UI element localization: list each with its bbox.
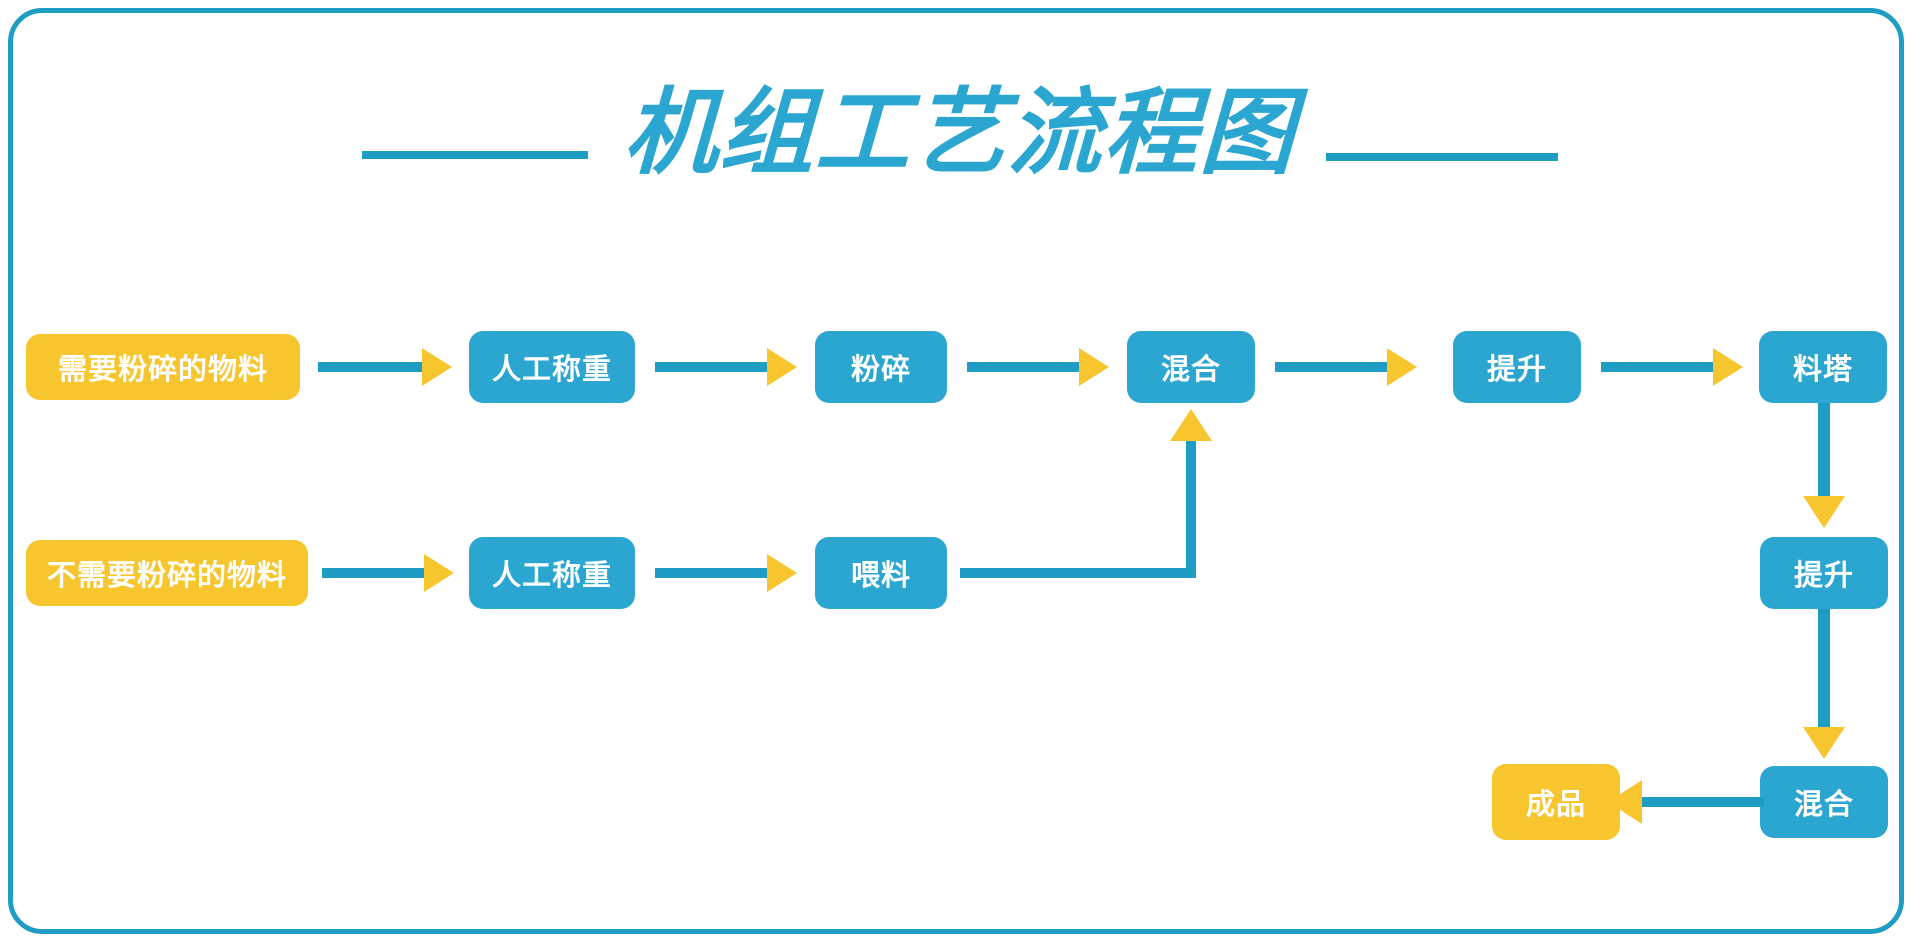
edge-n7-n8-line bbox=[322, 568, 428, 578]
title-rule-right-decoration bbox=[1326, 153, 1558, 161]
edge-n9-n4-horizontal-segment bbox=[960, 568, 1192, 578]
edge-n2-n3-arrowhead bbox=[767, 348, 797, 386]
node-manual-weighing-row1[interactable]: 人工称重 bbox=[469, 331, 635, 403]
node-lifting-row1[interactable]: 提升 bbox=[1453, 331, 1581, 403]
node-mixing-row4[interactable]: 混合 bbox=[1760, 766, 1888, 838]
edge-n5-n6-line bbox=[1601, 362, 1717, 372]
edge-n11-n12-line bbox=[1640, 797, 1764, 807]
edge-n4-n5-line bbox=[1275, 362, 1391, 372]
edge-n6-n10-line bbox=[1818, 403, 1830, 498]
node-mixing-row1[interactable]: 混合 bbox=[1127, 331, 1255, 403]
node-material-needs-crushing[interactable]: 需要粉碎的物料 bbox=[26, 334, 300, 400]
edge-n8-n9-line bbox=[655, 568, 771, 578]
edge-n8-n9-arrowhead bbox=[767, 554, 797, 592]
edge-n9-n4-arrowhead bbox=[1170, 409, 1212, 441]
edge-n4-n5-arrowhead bbox=[1387, 348, 1417, 386]
edge-n6-n10-arrowhead bbox=[1803, 496, 1845, 528]
edge-n3-n4-line bbox=[967, 362, 1083, 372]
node-crushing[interactable]: 粉碎 bbox=[815, 331, 947, 403]
node-material-tower[interactable]: 料塔 bbox=[1759, 331, 1887, 403]
page-title: 机组工艺流程图 bbox=[622, 79, 1298, 188]
node-manual-weighing-row2[interactable]: 人工称重 bbox=[469, 537, 635, 609]
node-lifting-row3[interactable]: 提升 bbox=[1760, 537, 1888, 609]
title-block: 机组工艺流程图 bbox=[0, 74, 1920, 194]
edge-n2-n3-line bbox=[655, 362, 771, 372]
node-material-no-crushing[interactable]: 不需要粉碎的物料 bbox=[26, 540, 308, 606]
edge-n1-n2-arrowhead bbox=[422, 348, 452, 386]
node-finished-product[interactable]: 成品 bbox=[1492, 764, 1620, 840]
edge-n10-n11-line bbox=[1818, 609, 1830, 729]
edge-n3-n4-arrowhead bbox=[1079, 348, 1109, 386]
title-rule-left-decoration bbox=[361, 151, 588, 159]
edge-n10-n11-arrowhead bbox=[1803, 727, 1845, 759]
edge-n1-n2-line bbox=[318, 362, 426, 372]
node-feeding[interactable]: 喂料 bbox=[815, 537, 947, 609]
edge-n7-n8-arrowhead bbox=[424, 554, 454, 592]
edge-n9-n4-vertical-segment bbox=[1186, 440, 1196, 578]
edge-n5-n6-arrowhead bbox=[1713, 348, 1743, 386]
